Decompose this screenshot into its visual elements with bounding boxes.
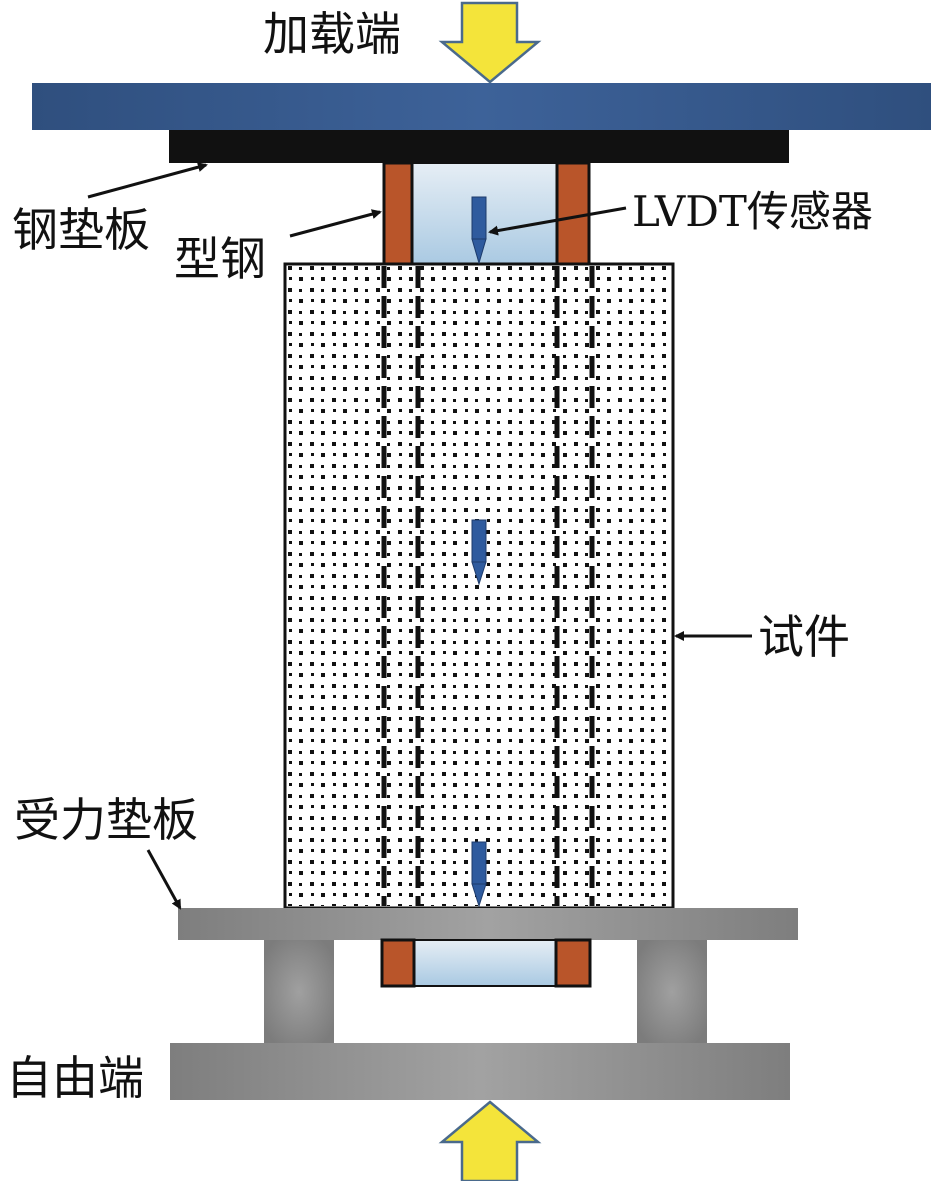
support-leg-left [264,940,334,1044]
lvdt-sensor-icon [471,519,487,586]
loading-plate [32,83,931,130]
bearing-plate-label: 受力垫板 [14,793,198,847]
bottom-gap [407,939,561,987]
steel-pad-label: 钢垫板 [12,203,150,257]
section-steel-left-top [382,161,414,268]
leader-arrow [146,849,182,910]
lvdt-sensor-icon [471,841,487,908]
lvdt-sensor-icon [471,196,487,265]
leader-arrow [87,162,208,199]
leader-arrow [289,209,382,238]
steel-pad [169,130,789,163]
support-leg-right [637,940,707,1044]
section-steel-label: 型钢 [174,232,266,286]
reaction-arrow-icon [438,1100,542,1181]
loading-arrow-icon [438,1,542,84]
free-end-label: 自由端 [6,1051,144,1105]
section-steel-left-bottom [380,938,416,988]
bearing-plate [178,908,798,940]
lvdt-label: LVDT传感器 [632,187,873,236]
section-steel-right-bottom [554,938,592,988]
specimen-label: 试件 [758,610,850,664]
leader-arrow [488,206,627,236]
base-plate [170,1043,790,1100]
loading-end-label: 加载端 [263,7,401,61]
specimen-texture [287,266,671,906]
